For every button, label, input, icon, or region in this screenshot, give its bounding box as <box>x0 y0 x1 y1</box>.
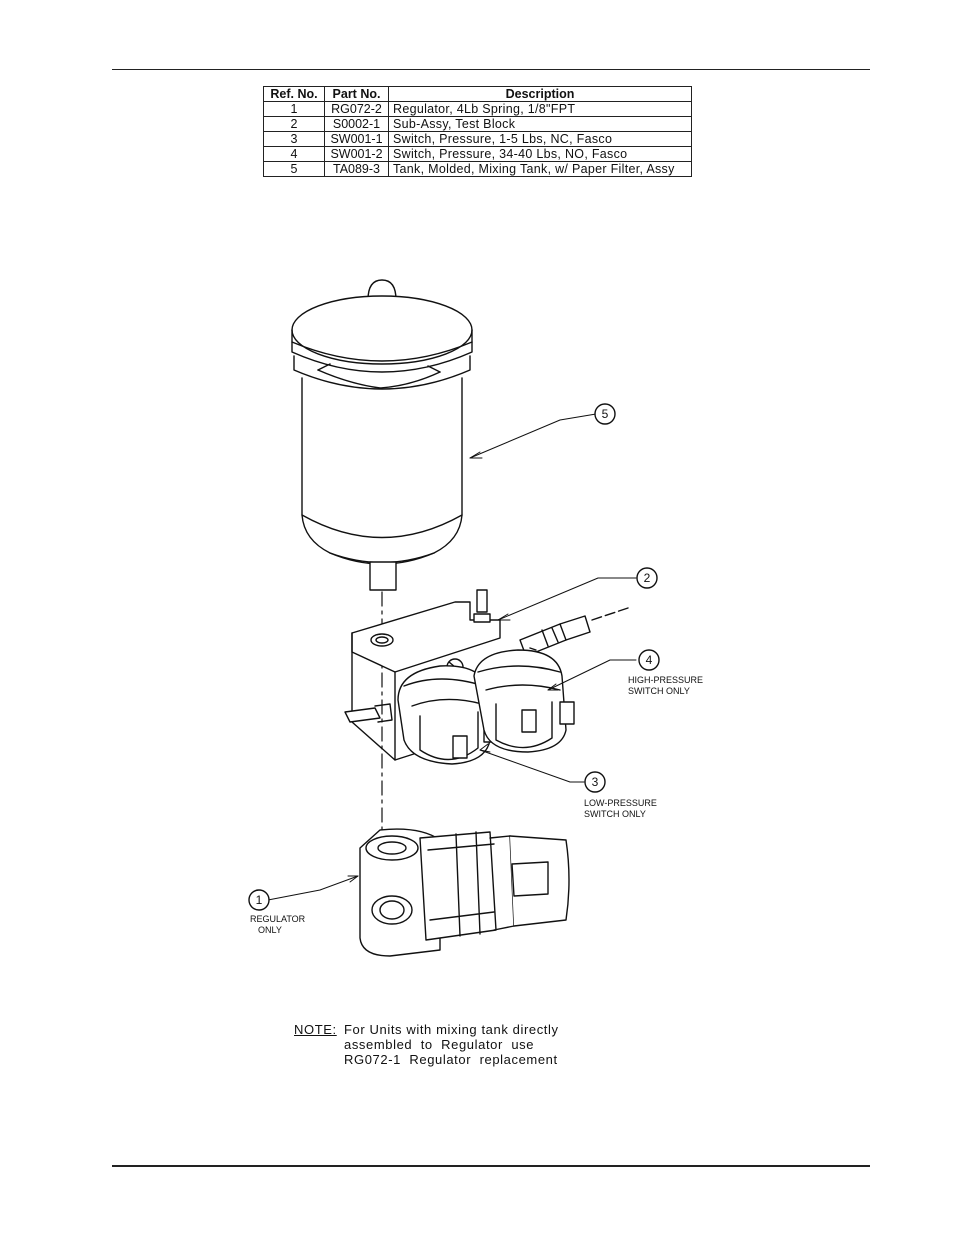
regulator <box>359 828 570 957</box>
callout-4: 4 <box>638 649 660 671</box>
top-rule <box>112 69 870 70</box>
callout-1: 1 <box>248 889 270 911</box>
part-cell: S0002-1 <box>324 116 389 132</box>
callout-2: 2 <box>636 567 658 589</box>
note-line: For Units with mixing tank directly <box>344 1022 559 1037</box>
table-header-row: Ref. No. Part No. Description <box>263 86 692 102</box>
regulator-label: REGULATOR <box>250 914 306 924</box>
note-line: RG072-1 Regulator replacement <box>344 1052 558 1067</box>
regulator-sublabel: ONLY <box>258 925 282 935</box>
mixing-tank <box>291 279 473 591</box>
note-line: assembled to Regulator use <box>344 1037 535 1052</box>
description-cell: Switch, Pressure, 1-5 Lbs, NC, Fasco <box>388 131 692 147</box>
callout-4-text: 4 <box>646 653 653 667</box>
callout-3: 3 <box>584 771 606 793</box>
high-pressure-sublabel: SWITCH ONLY <box>628 686 690 696</box>
high-pressure-switch <box>473 649 575 753</box>
part-cell: SW001-2 <box>324 146 389 162</box>
note-heading: NOTE: <box>294 1022 337 1037</box>
leader-lines <box>267 413 637 901</box>
callout-2-text: 2 <box>644 571 651 585</box>
table-row: 1 RG072-2 Regulator, 4Lb Spring, 1/8"FPT <box>263 101 692 117</box>
table-row: 3 SW001-1 Switch, Pressure, 1-5 Lbs, NC,… <box>263 131 692 147</box>
table-row: 2 S0002-1 Sub-Assy, Test Block <box>263 116 692 132</box>
callout-3-text: 3 <box>592 775 599 789</box>
parts-table: Ref. No. Part No. Description 1 RG072-2 … <box>263 86 692 177</box>
low-pressure-label: LOW-PRESSURE <box>584 798 657 808</box>
description-cell: Sub-Assy, Test Block <box>388 116 692 132</box>
callout-1-text: 1 <box>256 893 263 907</box>
callout-5: 5 <box>594 403 616 425</box>
part-cell: SW001-1 <box>324 131 389 147</box>
low-pressure-sublabel: SWITCH ONLY <box>584 809 646 819</box>
part-cell: TA089-3 <box>324 161 389 177</box>
description-cell: Tank, Molded, Mixing Tank, w/ Paper Filt… <box>388 161 692 177</box>
header-description: Description <box>388 86 692 102</box>
callout-5-text: 5 <box>602 407 609 421</box>
table-row: 5 TA089-3 Tank, Molded, Mixing Tank, w/ … <box>263 161 692 177</box>
high-pressure-label: HIGH-PRESSURE <box>628 675 703 685</box>
bottom-rule <box>112 1165 870 1167</box>
